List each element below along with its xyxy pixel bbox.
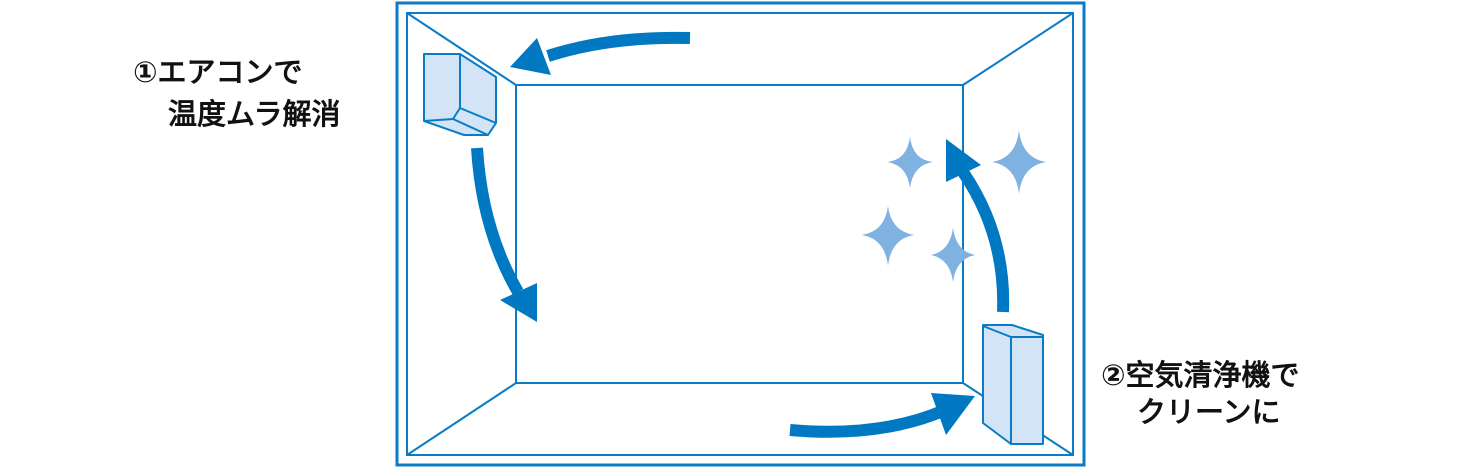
air-conditioner-icon bbox=[423, 53, 497, 136]
arrow-bottom-shaft bbox=[789, 404, 948, 438]
room-inner-frame bbox=[406, 12, 1074, 456]
arrow-left-head-icon bbox=[500, 283, 537, 322]
arrow-top-shaft bbox=[546, 31, 691, 62]
air-purifier-icon bbox=[982, 324, 1044, 445]
sparkle-icon bbox=[992, 130, 1046, 194]
arrow-right-head-icon bbox=[946, 139, 981, 182]
room-corner-lines bbox=[406, 12, 1074, 456]
sparkle-icon bbox=[931, 228, 975, 282]
outer-frame bbox=[395, 1, 1086, 467]
sparkle-icon bbox=[887, 137, 933, 188]
aircon-caption-line1: ①エアコンで bbox=[133, 55, 303, 89]
aircon-caption-line2: 温度ムラ解消 bbox=[168, 97, 341, 131]
purifier-caption-line2: クリーンに bbox=[1137, 395, 1281, 429]
back-wall bbox=[515, 84, 964, 384]
arrow-bottom-head-icon bbox=[931, 393, 975, 435]
purifier-caption-line1: ②空気清浄機で bbox=[1101, 358, 1300, 392]
arrow-right-shaft bbox=[958, 168, 1010, 313]
sparkle-icon bbox=[862, 206, 914, 266]
arrow-top-head-icon bbox=[510, 38, 551, 75]
arrow-left-shaft bbox=[471, 147, 524, 296]
